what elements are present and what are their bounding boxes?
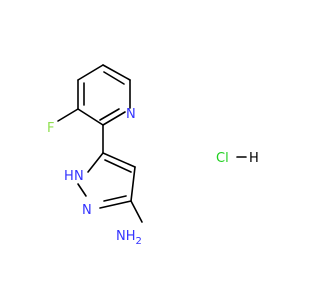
- molecule-diagram: N F H N N NH2 Cl H: [47, 64, 259, 247]
- bond: [57, 108, 79, 122]
- atom-amine: NH2: [116, 229, 142, 247]
- atom-n-pyridine: N: [126, 107, 136, 122]
- bond: [77, 64, 104, 81]
- pyrazole-ring: [77, 152, 143, 223]
- bond: [99, 200, 132, 209]
- atom-fluorine: F: [47, 121, 54, 136]
- bond: [102, 64, 131, 81]
- hcl-salt: Cl H: [216, 151, 259, 166]
- bond: [130, 166, 136, 202]
- bond: [77, 183, 87, 197]
- atom-n-pyrazole-2: N: [82, 203, 92, 218]
- bond: [87, 152, 104, 173]
- atom-hydrogen-salt: H: [249, 151, 259, 166]
- bond: [77, 108, 104, 126]
- bond: [102, 111, 126, 126]
- bond: [99, 108, 120, 121]
- bond: [102, 152, 136, 168]
- atom-n-pyrazole-nh: N: [74, 169, 84, 184]
- bond: [103, 195, 127, 202]
- bond: [104, 159, 132, 173]
- bond: [103, 71, 125, 85]
- atom-chlorine: Cl: [216, 151, 229, 166]
- amine-subscript-2: 2: [136, 236, 142, 247]
- bond: [130, 200, 143, 223]
- atom-h-pyrazole: H: [64, 169, 74, 184]
- pyridine-ring: [57, 64, 131, 126]
- amine-nh-text: NH: [116, 229, 136, 244]
